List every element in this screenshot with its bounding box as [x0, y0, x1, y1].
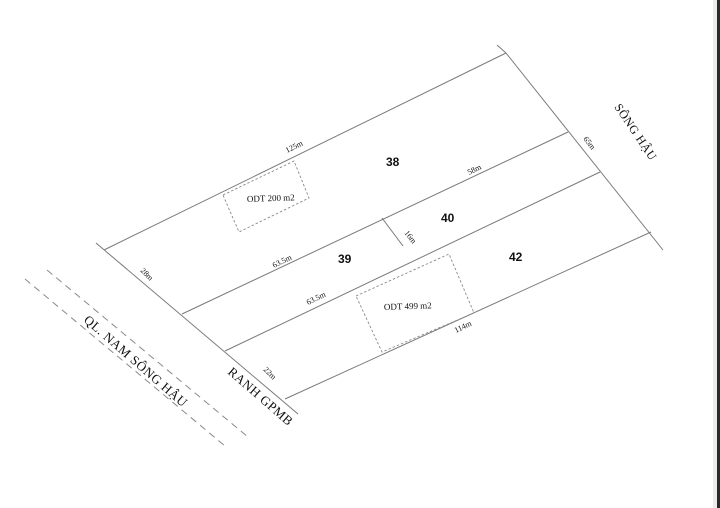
ranh-gpmb-line: [95, 242, 299, 415]
odt-zone-499: [355, 253, 475, 353]
ql-nam-song-hau-road-label: QL. NAM SÔNG HẬU: [81, 312, 191, 410]
dim-lot39-bottom-63.5m: 63.5m: [305, 290, 328, 307]
dim-top-125m: 125m: [284, 138, 305, 154]
dim-right-65m: 65m: [581, 135, 597, 152]
lot38-lot39-line: [181, 131, 569, 315]
dim-lot40-16m: 16m: [402, 229, 418, 246]
lot-boundaries: [95, 44, 664, 415]
song-hau-river-label: SÔNG HẬU: [612, 101, 660, 163]
lot40-side-line: [381, 217, 404, 247]
road-edge-lower: [24, 278, 226, 447]
river-boundary-line: [505, 52, 664, 251]
lot-39-label: 39: [338, 252, 352, 266]
road-edge-upper: [46, 269, 249, 438]
lot39-lot42-line: [224, 171, 601, 352]
dim-left-28m: 28m: [139, 266, 156, 283]
odt-zones: [222, 160, 475, 353]
top-boundary-line: [103, 52, 507, 251]
dim-lot40-58m: 58m: [466, 162, 483, 177]
frame-border: [717, 0, 720, 508]
ranh-gpmb-label: RANH GPMB: [225, 364, 296, 429]
lot-40-label: 40: [441, 211, 455, 225]
road-dashed-lines: [24, 269, 249, 447]
odt-499-label: ODT 499 m2: [384, 300, 432, 312]
odt-zone-200: [222, 160, 310, 233]
dim-left-22m: 22m: [262, 365, 279, 382]
frame-shade: [713, 0, 717, 508]
lot-38-label: 38: [386, 155, 400, 169]
corner-tick: [496, 44, 507, 54]
lot-42-label: 42: [509, 250, 523, 264]
odt-200-label: ODT 200 m2: [247, 192, 295, 204]
